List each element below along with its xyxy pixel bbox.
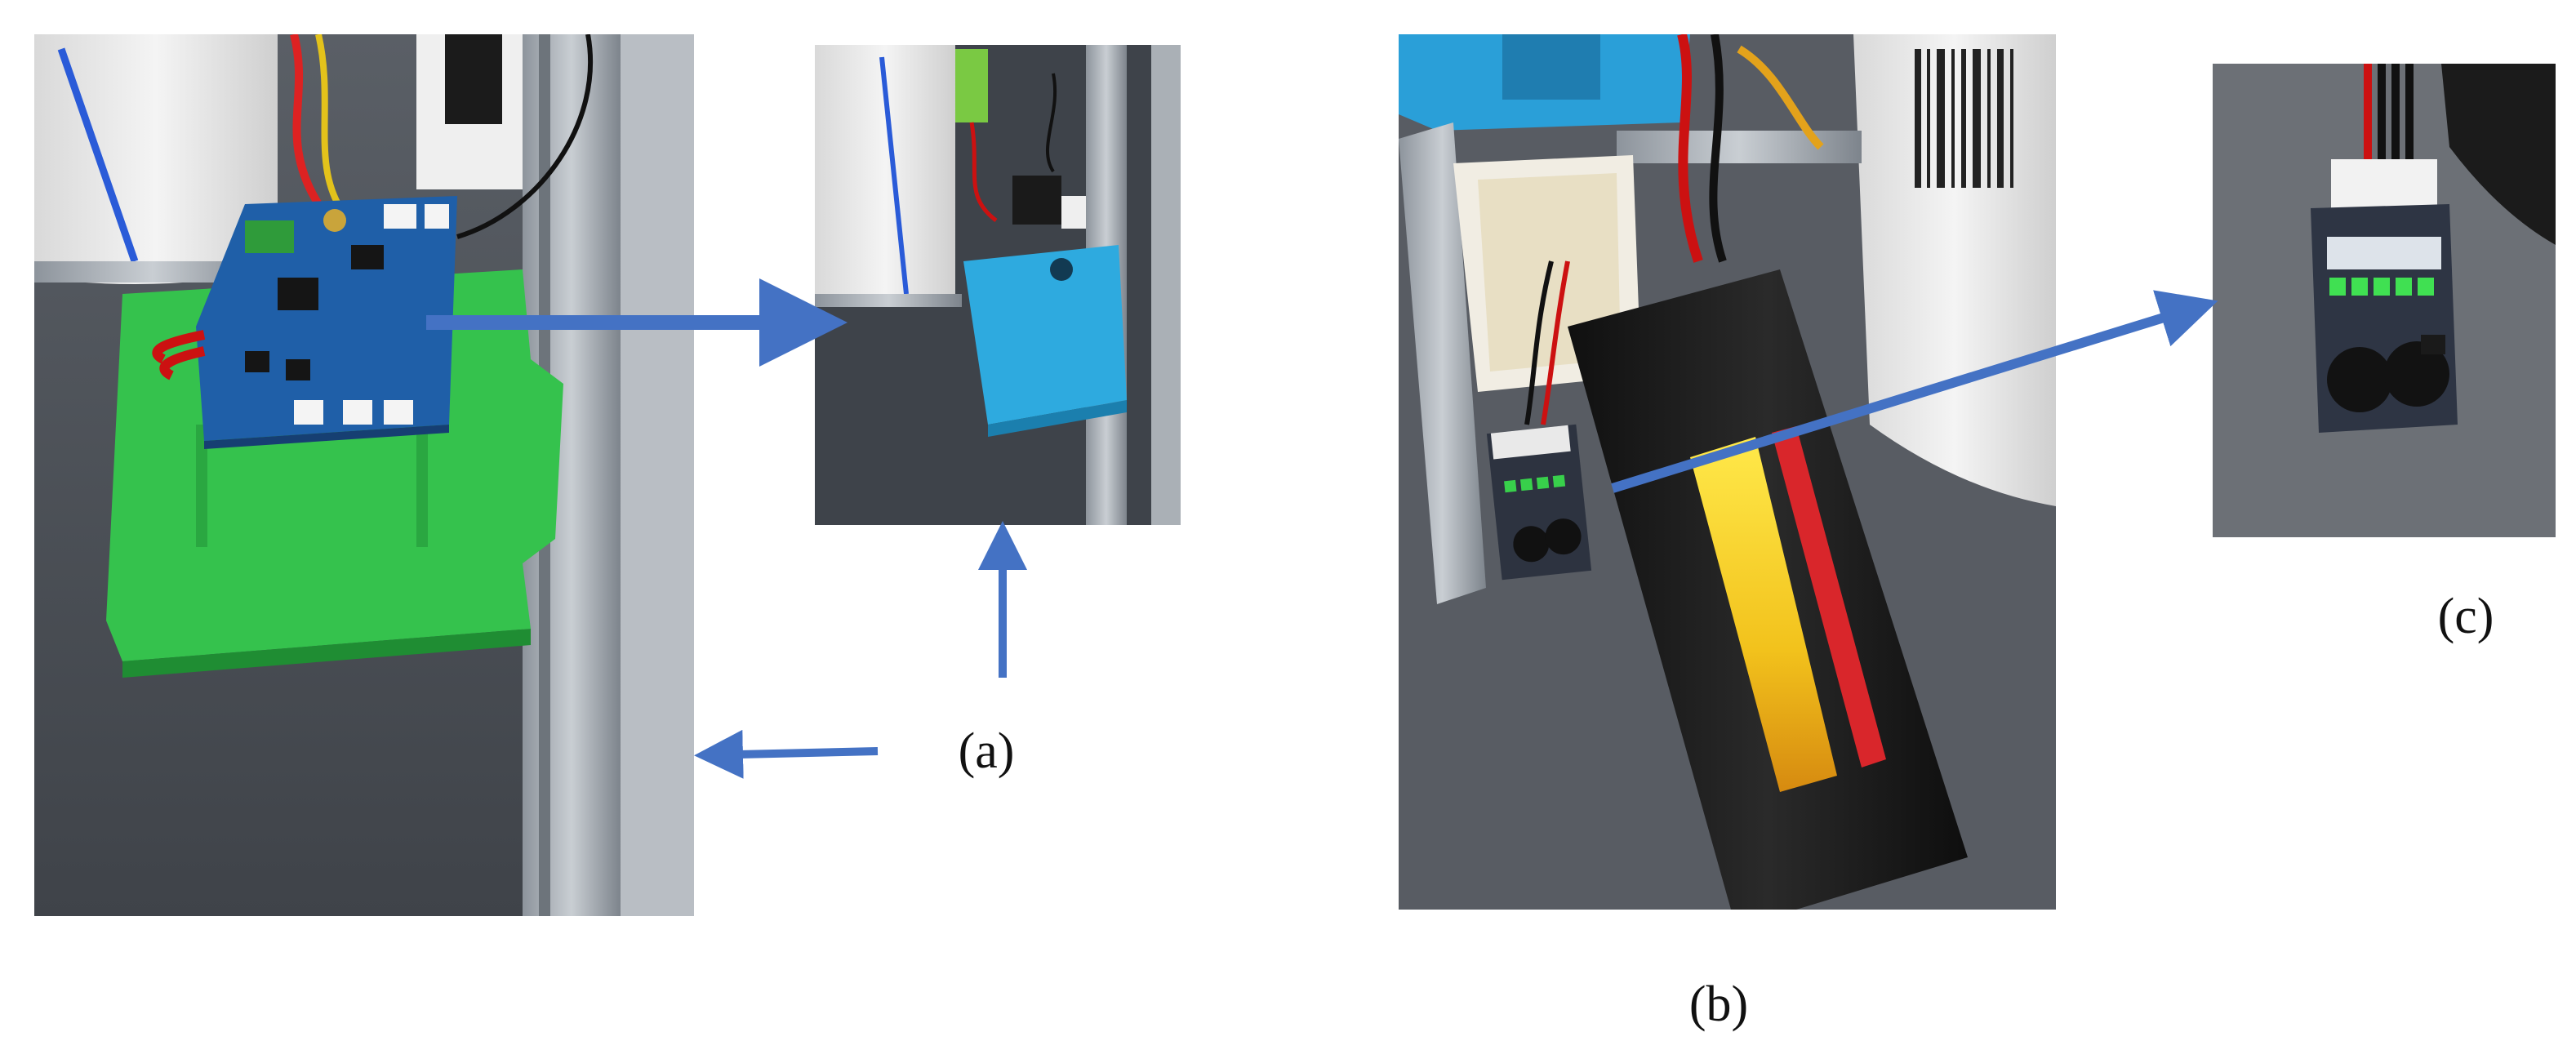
photo-c <box>2213 64 2556 537</box>
barcode-graphic <box>1915 49 2013 188</box>
label-b: (b) <box>1689 977 1748 1032</box>
arrow-checker-to-closeup <box>1611 290 2218 493</box>
led-row <box>2329 278 2434 296</box>
label-a: (a) <box>959 723 1015 779</box>
label-c: (c) <box>2438 589 2494 644</box>
photo-a-inset <box>815 45 1181 525</box>
arrow-left-to-rail <box>694 729 879 779</box>
photo-a-main <box>34 34 694 916</box>
photo-b <box>1399 34 2056 910</box>
